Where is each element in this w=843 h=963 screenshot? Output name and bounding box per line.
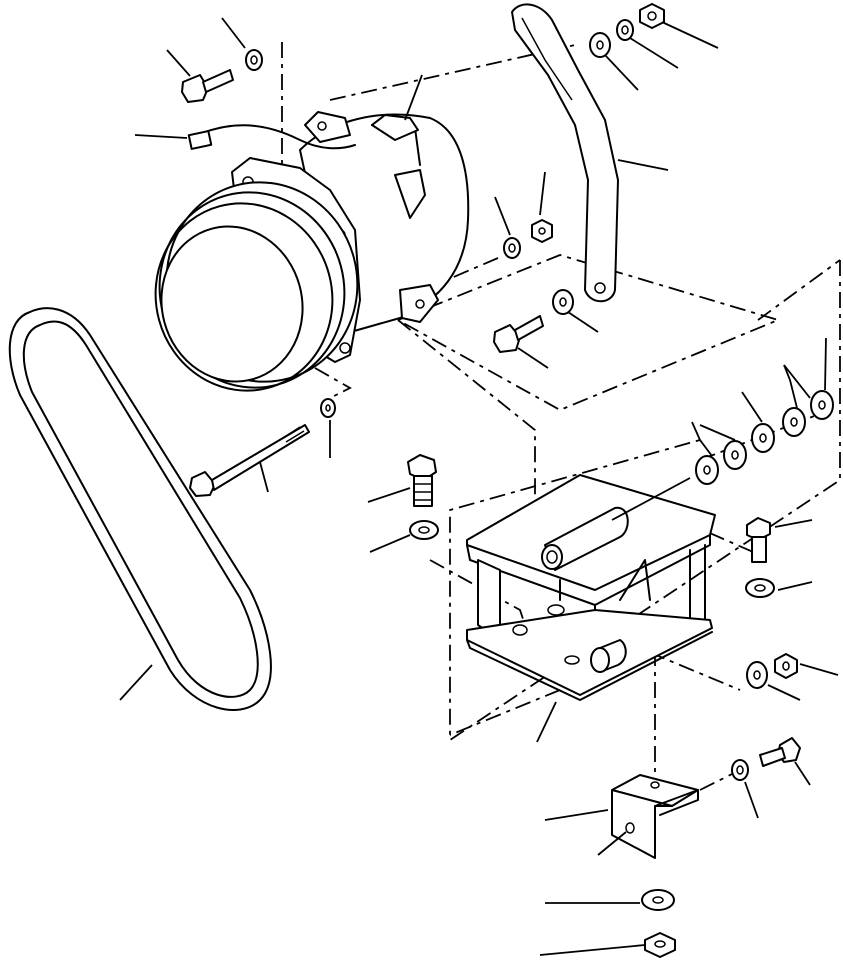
- hex-bolt-angle: [759, 737, 801, 767]
- nut-bottom: [644, 932, 676, 958]
- lock-washer-1: [245, 49, 263, 71]
- lock-washer-mid: [503, 237, 521, 259]
- lock-washer-bolt-vertical: [409, 520, 439, 540]
- pivot-pin-upper: [541, 506, 629, 571]
- hex-bolt-right: [746, 517, 771, 563]
- nut-mid: [531, 219, 553, 243]
- hex-bolt-top-left: [181, 69, 234, 103]
- compressor: [154, 111, 470, 392]
- mounting-bracket: [466, 474, 716, 701]
- washer-mid: [552, 289, 574, 315]
- shim-3: [751, 423, 775, 453]
- lock-washer-angle: [731, 759, 749, 781]
- shim-1: [695, 455, 719, 485]
- lock-washer-arm: [616, 19, 634, 41]
- nut-arm: [639, 3, 665, 29]
- long-bolt: [189, 424, 310, 497]
- adjuster-bracket: [511, 3, 619, 303]
- washer-lower-right: [746, 661, 768, 689]
- hex-bolt-vertical: [407, 454, 437, 507]
- washer-bottom: [641, 889, 675, 911]
- callout-leaders: [119, 17, 839, 956]
- hex-bolt-arm: [493, 315, 544, 353]
- shim-4: [782, 407, 806, 437]
- shim-5: [810, 390, 834, 420]
- drive-belt: [8, 307, 272, 711]
- shim-2: [723, 440, 747, 470]
- pivot-pin-lower: [590, 639, 627, 673]
- washers-and-nuts: [245, 3, 834, 958]
- lock-washer-long-bolt: [320, 398, 336, 418]
- nut-lower-right: [774, 653, 798, 679]
- washer-arm-1: [589, 32, 611, 58]
- angle-bracket: [611, 774, 699, 859]
- washer-right: [745, 578, 775, 598]
